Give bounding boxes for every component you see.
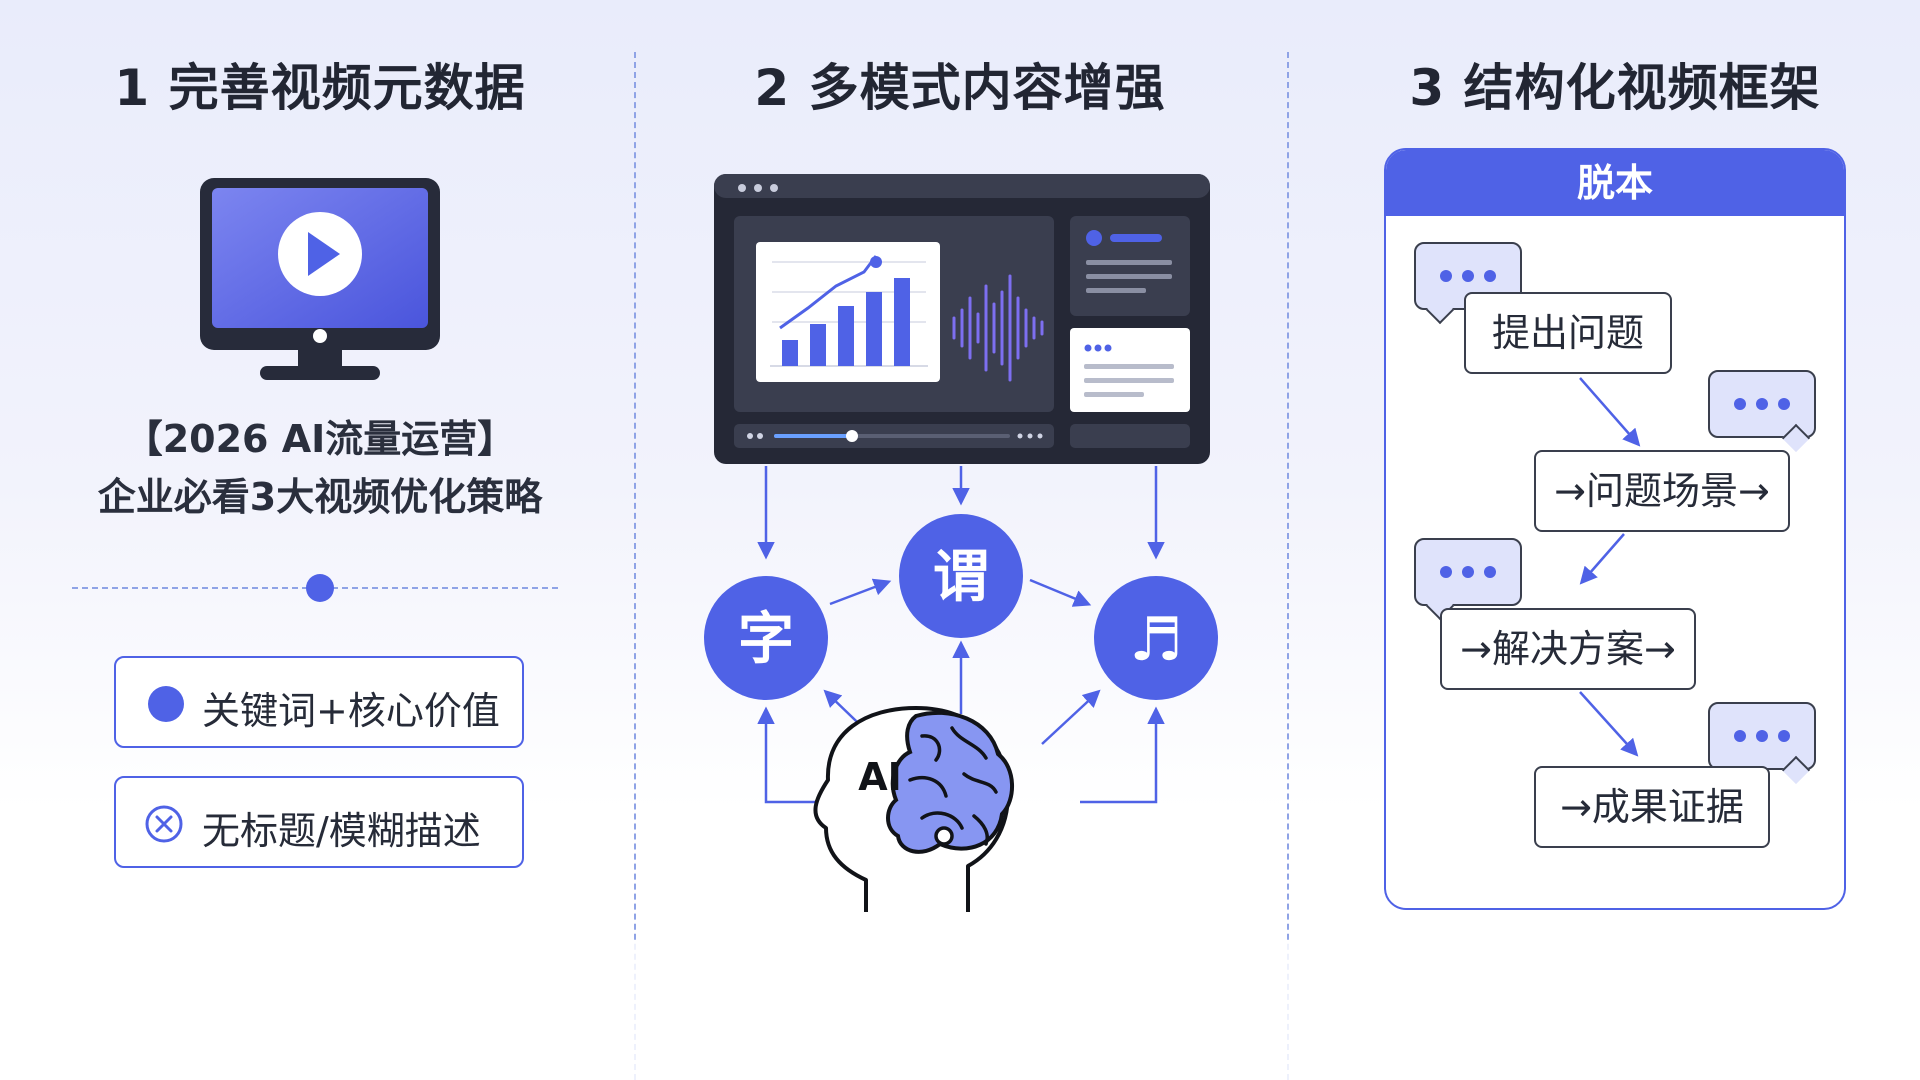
x-circle-icon [145,805,183,843]
chart-icon [756,242,940,382]
script-panel-title: 脱本 [1386,150,1844,216]
ai-label: AI [858,755,902,799]
caption-line-2: 企业必看3大视频优化策略 [97,475,543,519]
col1-title: 1 完善视频元数据 [114,59,526,117]
framework-arrows [1579,377,1641,757]
bottom-fade [110,940,1870,1080]
bad-option-box: 无标题/模糊描述 [114,776,524,868]
col3-title: 3 结构化视频框架 [1409,59,1821,117]
divider-left [634,52,636,1080]
text-node: 字 [704,576,828,700]
brain-icon: AI [813,706,1015,912]
waveform-icon [952,274,1044,382]
semantic-node: 谓 [899,514,1023,638]
speech-bubble-icon [1708,702,1816,785]
speech-bubble-icon [1708,370,1816,453]
caption-line-1: 【2026 AI流量运营】 [124,417,516,461]
script-framework-panel: 脱本 提出问题 →问题场景→ →解决方案→ →成果证据 [1384,148,1846,910]
good-option-label: 关键词+核心价值 [202,689,500,733]
speech-bubble-icon [1414,538,1522,621]
step-problem: 提出问题 [1464,292,1672,374]
semantic-node-label: 谓 [933,545,989,610]
good-option-box: 关键词+核心价值 [114,656,524,748]
metadata-caption: 【2026 AI流量运营】 企业必看3大视频优化策略 [60,410,580,526]
step-scenario: →问题场景→ [1534,450,1790,532]
multimodal-diagram: 字 谓 ♬ AI [704,174,1218,912]
music-node: ♬ [1094,576,1218,700]
text-node-label: 字 [738,607,794,672]
check-dot-icon [148,686,184,722]
music-note-icon: ♬ [1129,605,1183,675]
play-icon[interactable] [278,212,362,296]
col2-title: 2 多模式内容增强 [754,59,1166,117]
bad-option-label: 无标题/模糊描述 [202,809,481,853]
step-solution: →解决方案→ [1440,608,1696,690]
separator-dot [306,574,334,602]
step-evidence: →成果证据 [1534,766,1770,848]
monitor-icon [200,178,440,380]
divider-right [1287,52,1289,1080]
